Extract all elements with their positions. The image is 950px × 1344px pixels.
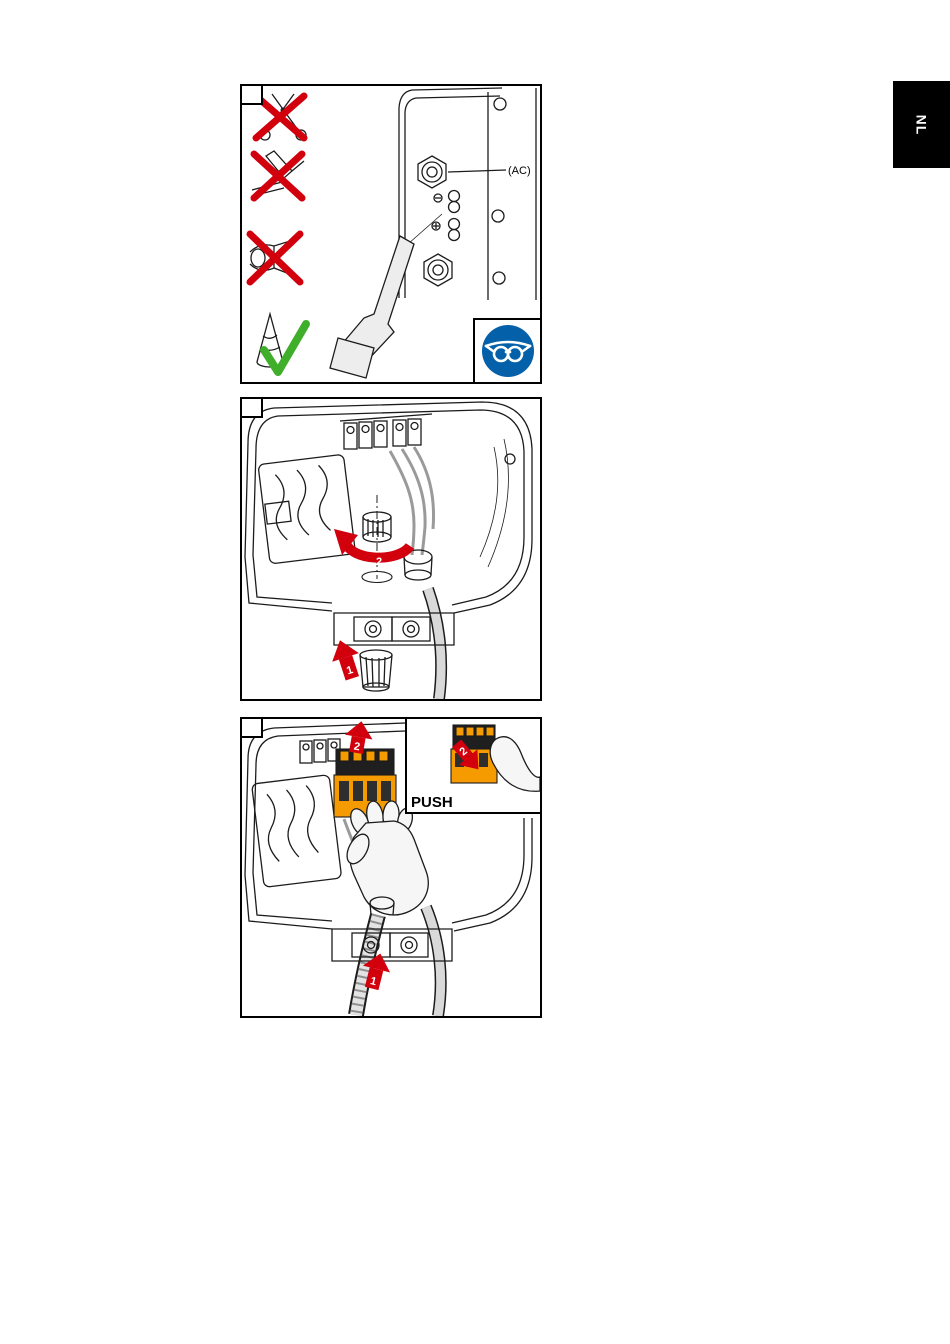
- figure-1-art: (AC): [246, 87, 537, 379]
- step-2-label: 2: [353, 740, 361, 753]
- inverter-corner-view: [398, 87, 537, 300]
- mounting-flange: [331, 928, 453, 962]
- pressing-finger-icon: [489, 736, 541, 792]
- check-mark-icon: [260, 320, 310, 376]
- step-1-label: 1: [369, 975, 378, 988]
- housing-outline: [244, 722, 533, 932]
- eye-protection-sign-box: [473, 318, 542, 384]
- step-arrow-connector: 2: [344, 721, 373, 755]
- grey-cable: [422, 587, 448, 699]
- step-2-label: 2: [376, 556, 382, 568]
- push-detail-inset: 2 PUSH: [405, 717, 542, 814]
- prohibition-cross-icon-3: [246, 230, 304, 286]
- mounting-flange: [333, 612, 455, 646]
- ac-terminal-block: [339, 413, 433, 450]
- wires: [388, 446, 436, 556]
- figure-3-art: 2: [244, 721, 533, 1016]
- figure-panel-3: 2: [240, 717, 542, 1018]
- push-detail-art: 2 PUSH: [411, 724, 541, 811]
- strain-relief-module: [251, 774, 342, 888]
- step-arrow-insert: 1: [332, 640, 359, 681]
- prohibition-cross-icon-2: [250, 150, 306, 202]
- step-number-box-3: [240, 717, 263, 738]
- prohibition-cross-icon-1: [252, 92, 308, 142]
- ac-cable-gland: [417, 155, 507, 189]
- cable-gland: [369, 896, 395, 916]
- language-tab: NL: [893, 81, 950, 168]
- lower-gland: [423, 253, 453, 287]
- stripping-tool: [329, 235, 415, 379]
- corrugated-cable: [348, 912, 386, 1016]
- strain-relief-module: [258, 454, 356, 564]
- housing-outline: [244, 401, 533, 614]
- step-1-label: 1: [345, 664, 355, 677]
- eye-protection-icon: [481, 325, 534, 377]
- figure-panel-1: (AC): [240, 84, 542, 384]
- language-tab-label: NL: [913, 114, 930, 135]
- hand: [346, 800, 429, 916]
- step-arrow-inset: 2: [451, 739, 479, 770]
- step-arrow-screw: 2: [334, 529, 415, 568]
- ac-label: (AC): [508, 165, 531, 177]
- ac-terminals: [431, 189, 461, 242]
- push-label: PUSH: [411, 794, 453, 811]
- terminal-block: [299, 738, 341, 764]
- step-number-box-2: [240, 397, 263, 418]
- figure-panel-2: 2 1: [240, 397, 542, 701]
- figure-2-art: 2 1: [244, 401, 533, 699]
- step-number-box-1: [240, 84, 263, 105]
- gland-nut: [359, 649, 393, 692]
- step-arrow-cable: 1: [362, 953, 391, 991]
